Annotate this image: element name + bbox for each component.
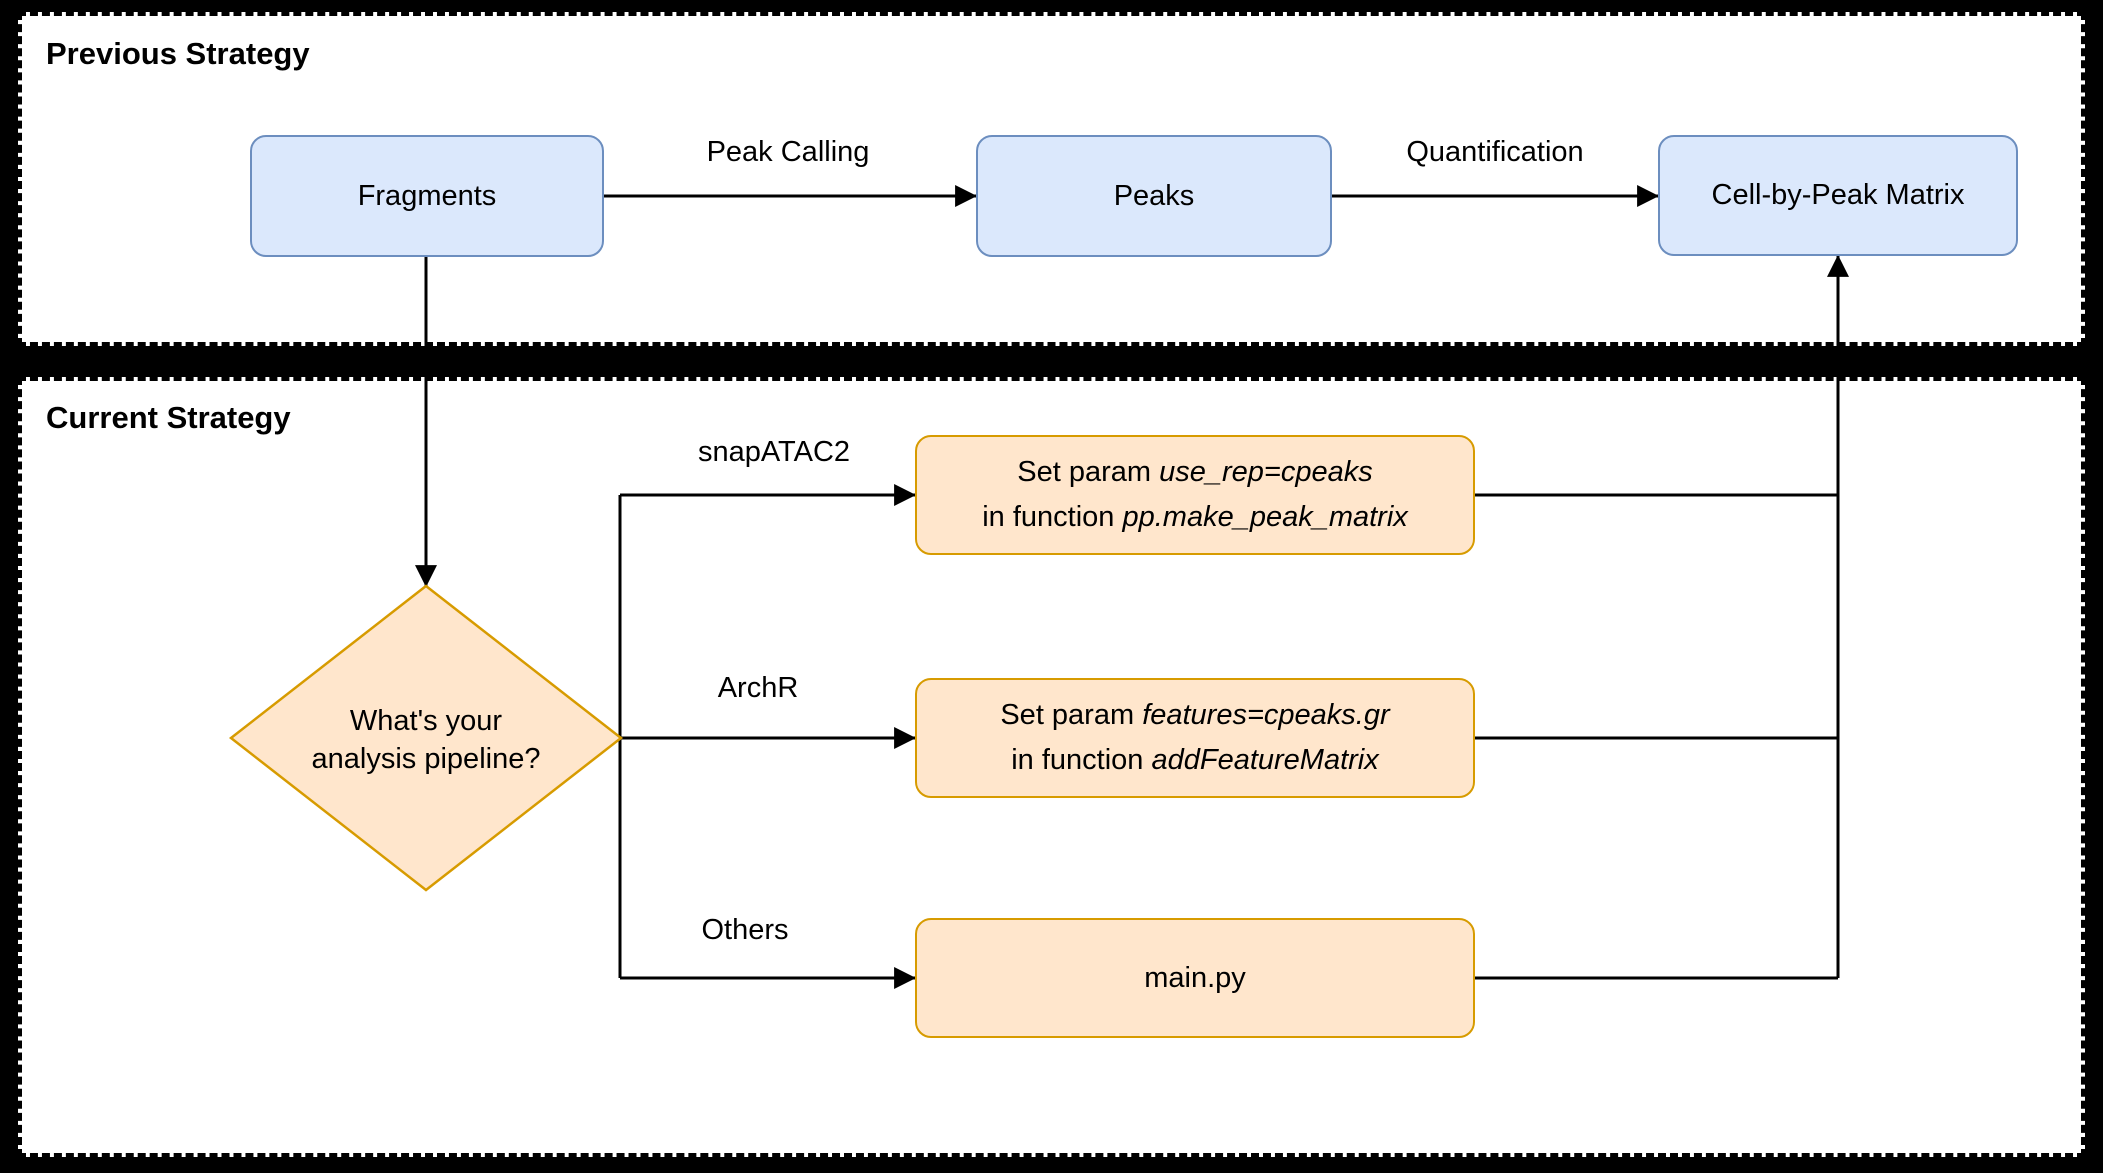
edge-label-peak-calling: Peak Calling	[706, 136, 870, 168]
decision-diamond-label: What's your analysis pipeline?	[312, 702, 541, 778]
text-run: Set param	[1000, 699, 1143, 731]
node-peaks-label: Peaks	[1113, 179, 1195, 212]
branch-label-snapatac2: snapATAC2	[697, 436, 851, 468]
snapatac2-action-text: Set param use_rep=cpeaks in function pp.…	[982, 450, 1408, 540]
edge-label-quantification: Quantification	[1406, 136, 1584, 168]
branch-label-archr: ArchR	[717, 672, 799, 704]
previous-strategy-title: Previous Strategy	[46, 36, 310, 71]
archr-action-line2: in function addFeatureMatrix	[1000, 738, 1389, 783]
node-cell-by-peak-matrix: Cell-by-Peak Matrix	[1658, 135, 2018, 256]
others-action-label: main.py	[1144, 961, 1246, 994]
snapatac2-action-line2: in function pp.make_peak_matrix	[982, 495, 1408, 540]
archr-action-text: Set param features=cpeaks.gr in function…	[1000, 693, 1389, 783]
text-run: Set param	[1017, 456, 1160, 488]
node-matrix-label: Cell-by-Peak Matrix	[1711, 179, 1965, 211]
node-fragments-label: Fragments	[357, 179, 497, 212]
decision-line2: analysis pipeline?	[311, 743, 541, 775]
text-run: in function	[982, 501, 1123, 533]
text-run-italic: pp.make_peak_matrix	[1122, 501, 1408, 533]
decision-line1: What's your	[349, 705, 503, 737]
snapatac2-action-line1: Set param use_rep=cpeaks	[982, 450, 1408, 495]
text-run-italic: use_rep=cpeaks	[1159, 456, 1373, 488]
node-fragments: Fragments	[250, 135, 604, 257]
text-run: in function	[1011, 744, 1152, 776]
node-peaks: Peaks	[976, 135, 1332, 257]
node-archr-action: Set param features=cpeaks.gr in function…	[915, 678, 1475, 798]
text-run-italic: addFeatureMatrix	[1151, 744, 1379, 776]
current-strategy-title: Current Strategy	[46, 400, 291, 435]
node-others-action: main.py	[915, 918, 1475, 1038]
node-snapatac2-action: Set param use_rep=cpeaks in function pp.…	[915, 435, 1475, 555]
branch-label-others: Others	[701, 914, 789, 946]
text-run-italic: features=cpeaks.gr	[1142, 699, 1390, 731]
archr-action-line1: Set param features=cpeaks.gr	[1000, 693, 1389, 738]
